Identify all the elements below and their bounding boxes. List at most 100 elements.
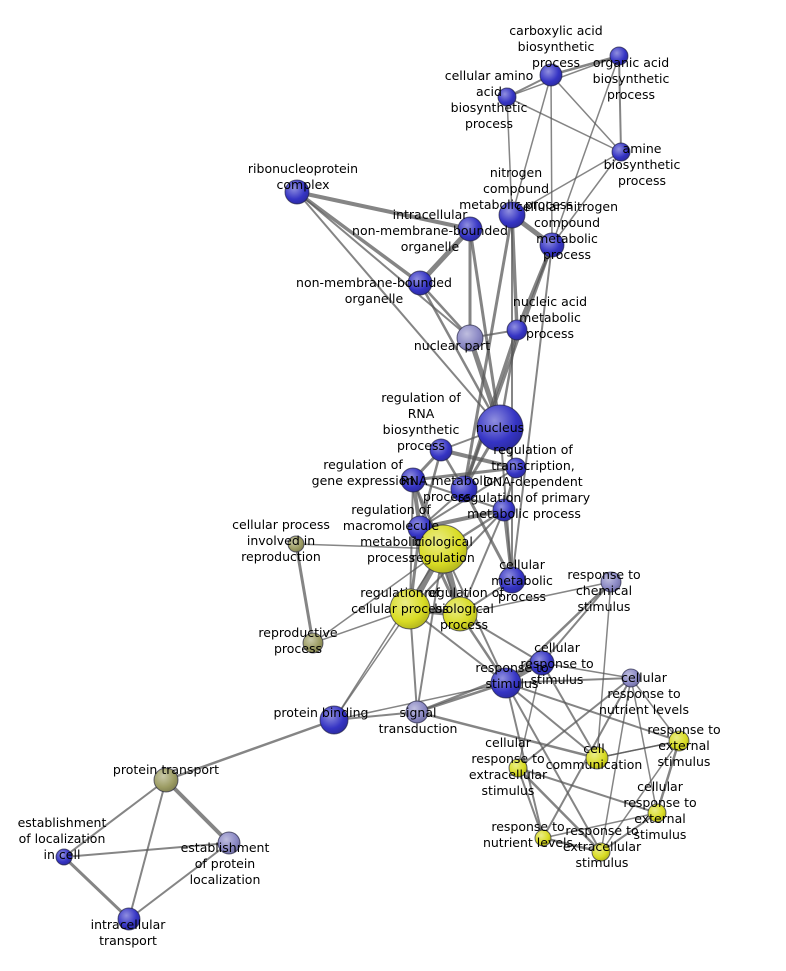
- node-cnitrogen[interactable]: [539, 232, 565, 258]
- edge-crespnut-respext: [630, 677, 680, 742]
- edge-amino-amine: [506, 96, 622, 153]
- edge-reggene-regcell: [409, 479, 414, 610]
- edge-crespnut-crespexternal: [630, 677, 658, 814]
- node-amine[interactable]: [611, 142, 631, 162]
- node-bioreg[interactable]: [418, 524, 468, 574]
- node-cresp[interactable]: [529, 650, 555, 676]
- node-npart[interactable]: [456, 324, 484, 352]
- edge-organic-cnitrogen: [551, 55, 620, 246]
- edge-carboxylic-organic: [549, 54, 621, 77]
- node-crespnut[interactable]: [621, 668, 641, 688]
- edge-pbind-ptrans: [164, 718, 336, 782]
- node-amino[interactable]: [497, 87, 517, 107]
- node-crespexternal[interactable]: [647, 803, 667, 823]
- node-regbio[interactable]: [442, 596, 478, 632]
- edge-estprot-itrans: [128, 842, 230, 920]
- edge-cprepro-repro: [294, 542, 315, 645]
- node-regrna[interactable]: [429, 438, 453, 462]
- edge-carboxylic-amine: [550, 74, 622, 153]
- node-reggene[interactable]: [400, 467, 426, 493]
- node-cprepro[interactable]: [287, 535, 305, 553]
- edge-rnp-nmb: [295, 190, 422, 285]
- edge-repro-bioreg: [312, 548, 444, 644]
- edge-cprepro-bioreg: [295, 543, 444, 550]
- node-respchem[interactable]: [600, 571, 622, 593]
- edge-crespexternal-respnut: [542, 812, 658, 839]
- edge-crespextra-respextra: [516, 766, 603, 854]
- node-ptrans[interactable]: [153, 767, 179, 793]
- node-respextra[interactable]: [591, 842, 611, 862]
- edge-bioreg-signal: [416, 548, 444, 713]
- edge-respchem-cresp: [541, 581, 612, 664]
- edge-resp-crespnut: [505, 677, 632, 684]
- edge-resp-respextra: [505, 682, 602, 853]
- edge-respchem-resp: [504, 580, 613, 685]
- edge-ptrans-estloc: [63, 779, 167, 858]
- edge-respext-crespexternal: [655, 739, 681, 815]
- node-nitrogen[interactable]: [498, 201, 526, 229]
- node-nmb[interactable]: [407, 270, 433, 296]
- node-signal[interactable]: [405, 700, 429, 724]
- node-crespextra[interactable]: [508, 758, 528, 778]
- node-regtrans[interactable]: [505, 457, 527, 479]
- edge-rnp-npart: [296, 191, 471, 339]
- edge-estloc-itrans: [62, 855, 131, 921]
- node-cellmet[interactable]: [498, 566, 526, 594]
- node-inmb[interactable]: [457, 216, 483, 242]
- edge-organic-amino: [506, 55, 620, 98]
- node-organic[interactable]: [609, 46, 629, 66]
- edge-ptrans-estprot: [164, 778, 231, 845]
- edge-cresp-commun: [541, 662, 598, 759]
- edge-respchem-commun: [596, 581, 612, 759]
- edge-regrna-regtrans: [439, 448, 518, 470]
- node-estloc[interactable]: [55, 848, 73, 866]
- node-rnp[interactable]: [284, 179, 310, 205]
- edge-cresp-crespnut: [541, 662, 632, 679]
- edge-crespnut-respextra: [600, 677, 632, 853]
- edge-regtrans-reggene: [411, 466, 518, 482]
- edge-regprim-regmacro: [418, 508, 506, 530]
- edge-regbio-respchem: [459, 581, 612, 615]
- node-regcell[interactable]: [389, 588, 431, 630]
- edge-crespnut-crespextra: [517, 677, 632, 769]
- edge-resp-respnut: [505, 682, 544, 839]
- edge-amine-nitrogen: [511, 151, 622, 216]
- edge-rnp-inmb: [295, 190, 472, 231]
- node-regprim[interactable]: [492, 498, 516, 522]
- edge-crespexternal-respextra: [600, 812, 658, 853]
- edge-regrna-regmacro: [418, 448, 443, 530]
- edge-resp-respext: [505, 682, 680, 742]
- edge-inmb-nucleus: [468, 227, 502, 430]
- node-respext[interactable]: [668, 730, 690, 752]
- node-itrans[interactable]: [117, 907, 141, 931]
- node-carboxylic[interactable]: [539, 63, 563, 87]
- node-estprot[interactable]: [217, 831, 241, 855]
- node-repro[interactable]: [302, 632, 324, 654]
- edge-crespextra-crespexternal: [517, 767, 658, 814]
- edge-rnp-nucleus: [296, 191, 501, 429]
- edge-amino-nitrogen: [506, 96, 513, 216]
- node-rnamet[interactable]: [450, 475, 478, 503]
- edge-nmb-nucleus: [418, 281, 502, 430]
- edge-respext-respextra: [600, 740, 680, 853]
- node-resp[interactable]: [490, 667, 522, 699]
- node-respnut[interactable]: [534, 829, 552, 847]
- edge-resp-signal: [415, 681, 508, 714]
- node-pbind[interactable]: [319, 705, 349, 735]
- edge-carboxylic-cnitrogen: [550, 74, 553, 246]
- node-commun[interactable]: [585, 746, 609, 770]
- edge-amine-cnitrogen: [551, 151, 622, 246]
- node-nucleus[interactable]: [476, 404, 524, 452]
- edge-estprot-estloc: [63, 842, 230, 858]
- edge-pbind-bioreg: [333, 548, 444, 721]
- edge-crespextra-respnut: [517, 767, 544, 839]
- node-nucleic[interactable]: [506, 319, 528, 341]
